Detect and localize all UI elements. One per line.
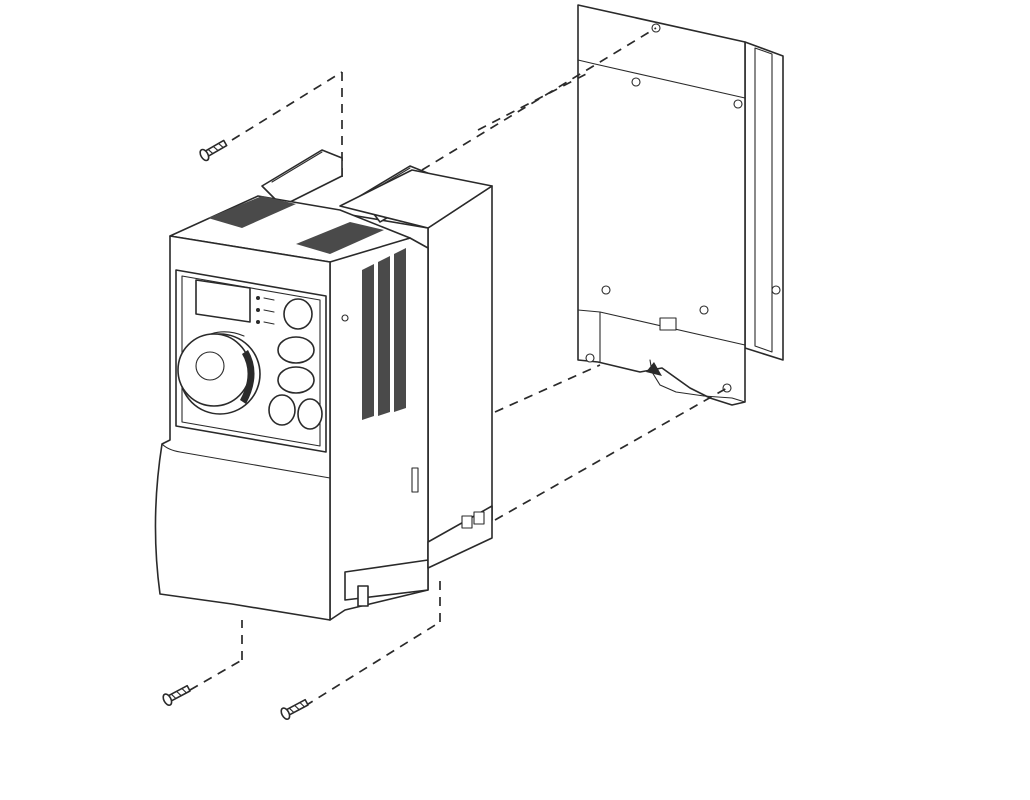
mounting-plate	[577, 4, 784, 406]
drive-unit	[154, 149, 493, 621]
control-knob	[177, 331, 261, 415]
keypad-buttons	[268, 298, 323, 430]
plate-holes	[585, 23, 781, 393]
screw-bottom-center	[280, 698, 309, 720]
screw-bottom-left	[162, 684, 191, 706]
screw-top-left	[199, 139, 228, 162]
bottom-connector	[357, 585, 369, 607]
top-vents	[208, 196, 384, 254]
alignment-lines	[189, 27, 728, 707]
display-window	[195, 279, 251, 323]
side-vents	[362, 248, 406, 420]
